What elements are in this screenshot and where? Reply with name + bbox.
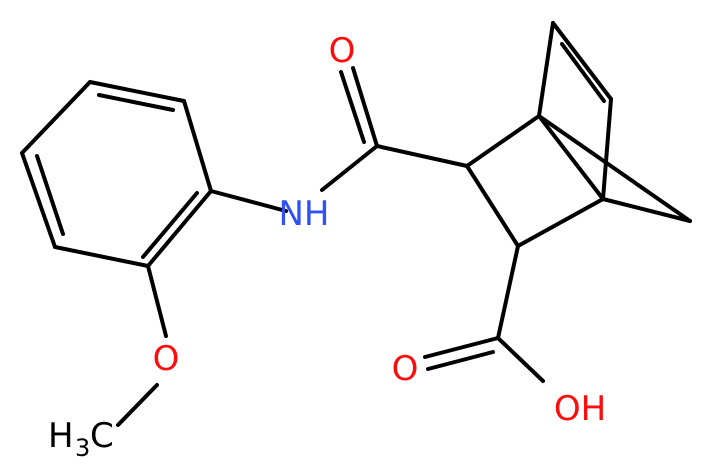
methoxy-oxygen-label: O	[153, 339, 180, 379]
bond	[560, 42, 606, 103]
bond	[537, 114, 692, 223]
amide-group	[209, 66, 469, 213]
methoxy-group	[116, 264, 168, 427]
norbornene-cage	[465, 21, 692, 248]
bond	[426, 350, 495, 371]
benzene-ring	[20, 80, 213, 268]
bond	[339, 70, 366, 144]
bond	[496, 336, 545, 383]
bond	[423, 336, 500, 359]
bond	[209, 189, 288, 213]
bond	[601, 197, 692, 223]
methyl-label: H 3 C	[48, 416, 114, 462]
bond	[351, 66, 379, 148]
methyl-c-label: C	[90, 416, 114, 456]
bond	[146, 264, 168, 338]
bond	[465, 164, 520, 248]
bond	[20, 151, 57, 249]
bond	[53, 245, 150, 268]
bond	[537, 21, 555, 118]
bond	[97, 93, 175, 112]
amide-nitrogen-label: NH	[279, 194, 330, 234]
bond	[537, 114, 605, 201]
bond	[116, 383, 159, 427]
methyl-subscript-label: 3	[75, 434, 90, 462]
bond	[496, 244, 520, 340]
methyl-h-label: H	[48, 416, 74, 456]
bond	[35, 154, 65, 236]
amide-carbonyl-oxygen-label: O	[329, 31, 356, 71]
acid-hydroxyl-label: OH	[554, 389, 606, 429]
bond	[146, 189, 213, 268]
bond	[551, 21, 613, 101]
bond	[88, 80, 186, 103]
bond	[516, 197, 605, 248]
bond	[375, 144, 469, 168]
bond	[320, 144, 379, 192]
bond	[20, 80, 92, 155]
bond	[601, 97, 613, 201]
bond	[182, 99, 213, 193]
carboxylic-acid-group	[423, 244, 545, 383]
bond	[465, 114, 541, 168]
bond	[141, 191, 199, 259]
acid-carbonyl-oxygen-label: O	[392, 349, 419, 389]
